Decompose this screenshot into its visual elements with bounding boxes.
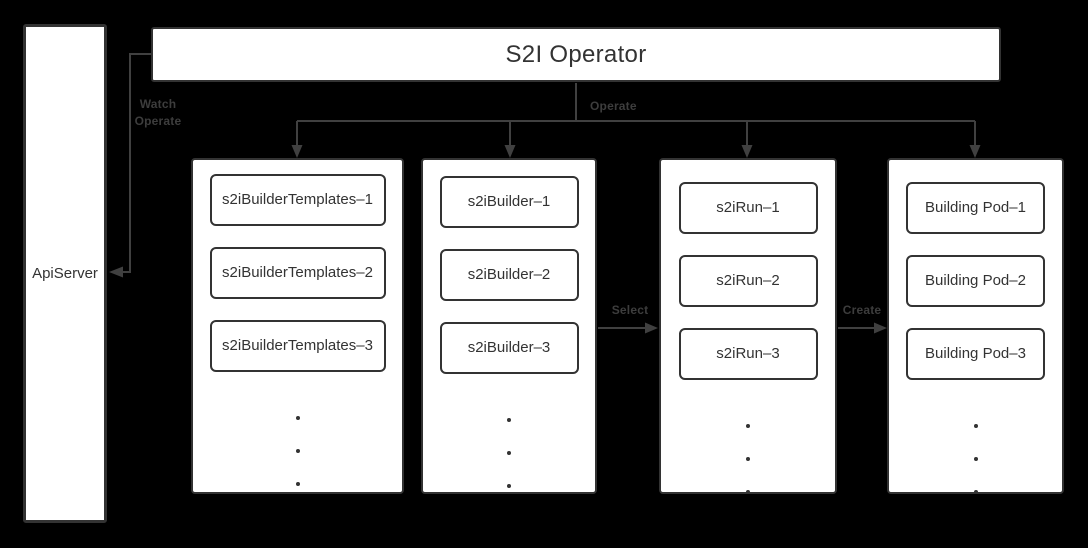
node-building-pod-1: Building Pod–1 — [906, 182, 1045, 234]
node-s2i-builder-1: s2iBuilder–1 — [439, 176, 579, 228]
operate-label: Operate — [590, 99, 637, 113]
arrowhead-col2 — [504, 145, 516, 158]
dot — [746, 424, 750, 428]
dot — [746, 490, 750, 494]
arrowhead-col4 — [969, 145, 981, 158]
dot — [746, 457, 750, 461]
node-s2i-run-3: s2iRun–3 — [678, 328, 818, 380]
dot — [507, 484, 511, 488]
arrowhead-select — [645, 322, 658, 334]
ellipsis-dots — [973, 424, 978, 494]
create-label: Create — [842, 303, 882, 317]
dot — [973, 457, 978, 461]
watch-operate-label: Watch Operate — [128, 96, 188, 130]
ellipsis-dots — [746, 424, 750, 494]
node-s2i-builder-templates-1: s2iBuilderTemplates–1 — [209, 174, 386, 226]
apiserver-box: ApiServer — [23, 24, 107, 523]
dot — [507, 418, 511, 422]
node-s2i-builder-2: s2iBuilder–2 — [439, 249, 579, 301]
select-label: Select — [611, 303, 649, 317]
watch-label-line2: Operate — [134, 114, 182, 128]
dot — [973, 490, 978, 494]
node-s2i-run-1: s2iRun–1 — [678, 182, 818, 234]
arrowhead-col3 — [741, 145, 753, 158]
arrowhead-col1 — [291, 145, 303, 158]
node-s2i-builder-3: s2iBuilder–3 — [439, 322, 579, 374]
arrowhead-create — [874, 322, 887, 334]
column-s2i-builder-templates: s2iBuilderTemplates–1 s2iBuilderTemplate… — [191, 158, 404, 494]
node-s2i-builder-templates-3: s2iBuilderTemplates–3 — [209, 320, 386, 372]
column-building-pod: Building Pod–1 Building Pod–2 Building P… — [887, 158, 1064, 494]
operator-box: S2I Operator — [151, 27, 1001, 82]
node-s2i-run-2: s2iRun–2 — [678, 255, 818, 307]
watch-label-line1: Watch — [139, 97, 177, 111]
dot — [973, 424, 978, 428]
apiserver-label: ApiServer — [32, 265, 98, 282]
ellipsis-dots — [295, 416, 300, 486]
edge-watch-operate-line — [123, 53, 152, 273]
dot — [295, 482, 300, 486]
node-building-pod-3: Building Pod–3 — [906, 328, 1045, 380]
node-s2i-builder-templates-2: s2iBuilderTemplates–2 — [209, 247, 386, 299]
column-s2i-builder: s2iBuilder–1 s2iBuilder–2 s2iBuilder–3 — [421, 158, 597, 494]
dot — [295, 449, 300, 453]
dot — [295, 416, 300, 420]
ellipsis-dots — [507, 418, 511, 488]
operator-title: S2I Operator — [505, 40, 647, 68]
node-building-pod-2: Building Pod–2 — [906, 255, 1045, 307]
arrowhead-into-apiserver — [109, 266, 123, 278]
dot — [507, 451, 511, 455]
column-s2i-run: s2iRun–1 s2iRun–2 s2iRun–3 — [659, 158, 837, 494]
